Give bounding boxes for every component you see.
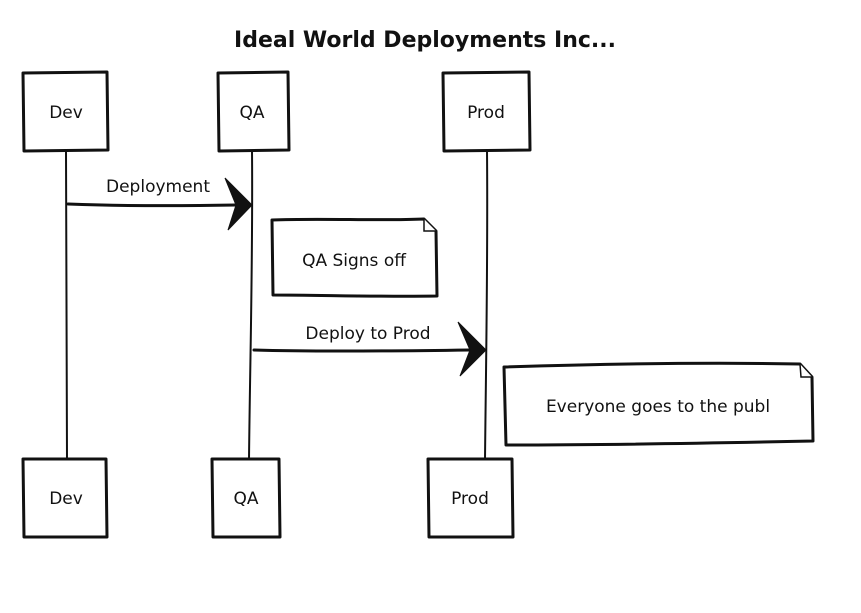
lifeline-dev (65, 149, 68, 461)
participant-qa-top: QA (216, 70, 291, 153)
participant-prod-bottom: Prod (426, 457, 515, 539)
participant-label: Prod (467, 103, 505, 123)
note-text: QA Signs off (302, 251, 407, 271)
participant-label: QA (239, 103, 264, 123)
diagram-title: Ideal World Deployments Inc... (234, 28, 616, 53)
participant-dev-bottom: Dev (21, 457, 109, 539)
message-deployment: Deployment (66, 177, 253, 231)
lifeline-prod (484, 149, 489, 461)
arrowhead-icon (457, 321, 487, 377)
arrowhead-icon (224, 177, 253, 231)
message-arrow-line (66, 202, 238, 208)
note-everyone-goes-to-the-pub: Everyone goes to the publ (502, 361, 815, 447)
participant-label: Dev (49, 103, 83, 123)
participant-prod-top: Prod (441, 70, 532, 153)
participant-label: Prod (451, 489, 489, 509)
participant-label: Dev (49, 489, 83, 509)
participant-label: QA (233, 489, 258, 509)
message-label: Deploy to Prod (305, 324, 430, 344)
note-qa-signs-off: QA Signs off (270, 217, 439, 298)
participant-dev-top: Dev (21, 70, 110, 153)
message-label: Deployment (106, 177, 210, 197)
lifeline-qa (248, 149, 254, 461)
note-text: Everyone goes to the publ (546, 397, 770, 417)
message-deploy-to-prod: Deploy to Prod (252, 321, 487, 377)
participant-qa-bottom: QA (210, 457, 282, 539)
message-arrow-line (252, 348, 472, 353)
